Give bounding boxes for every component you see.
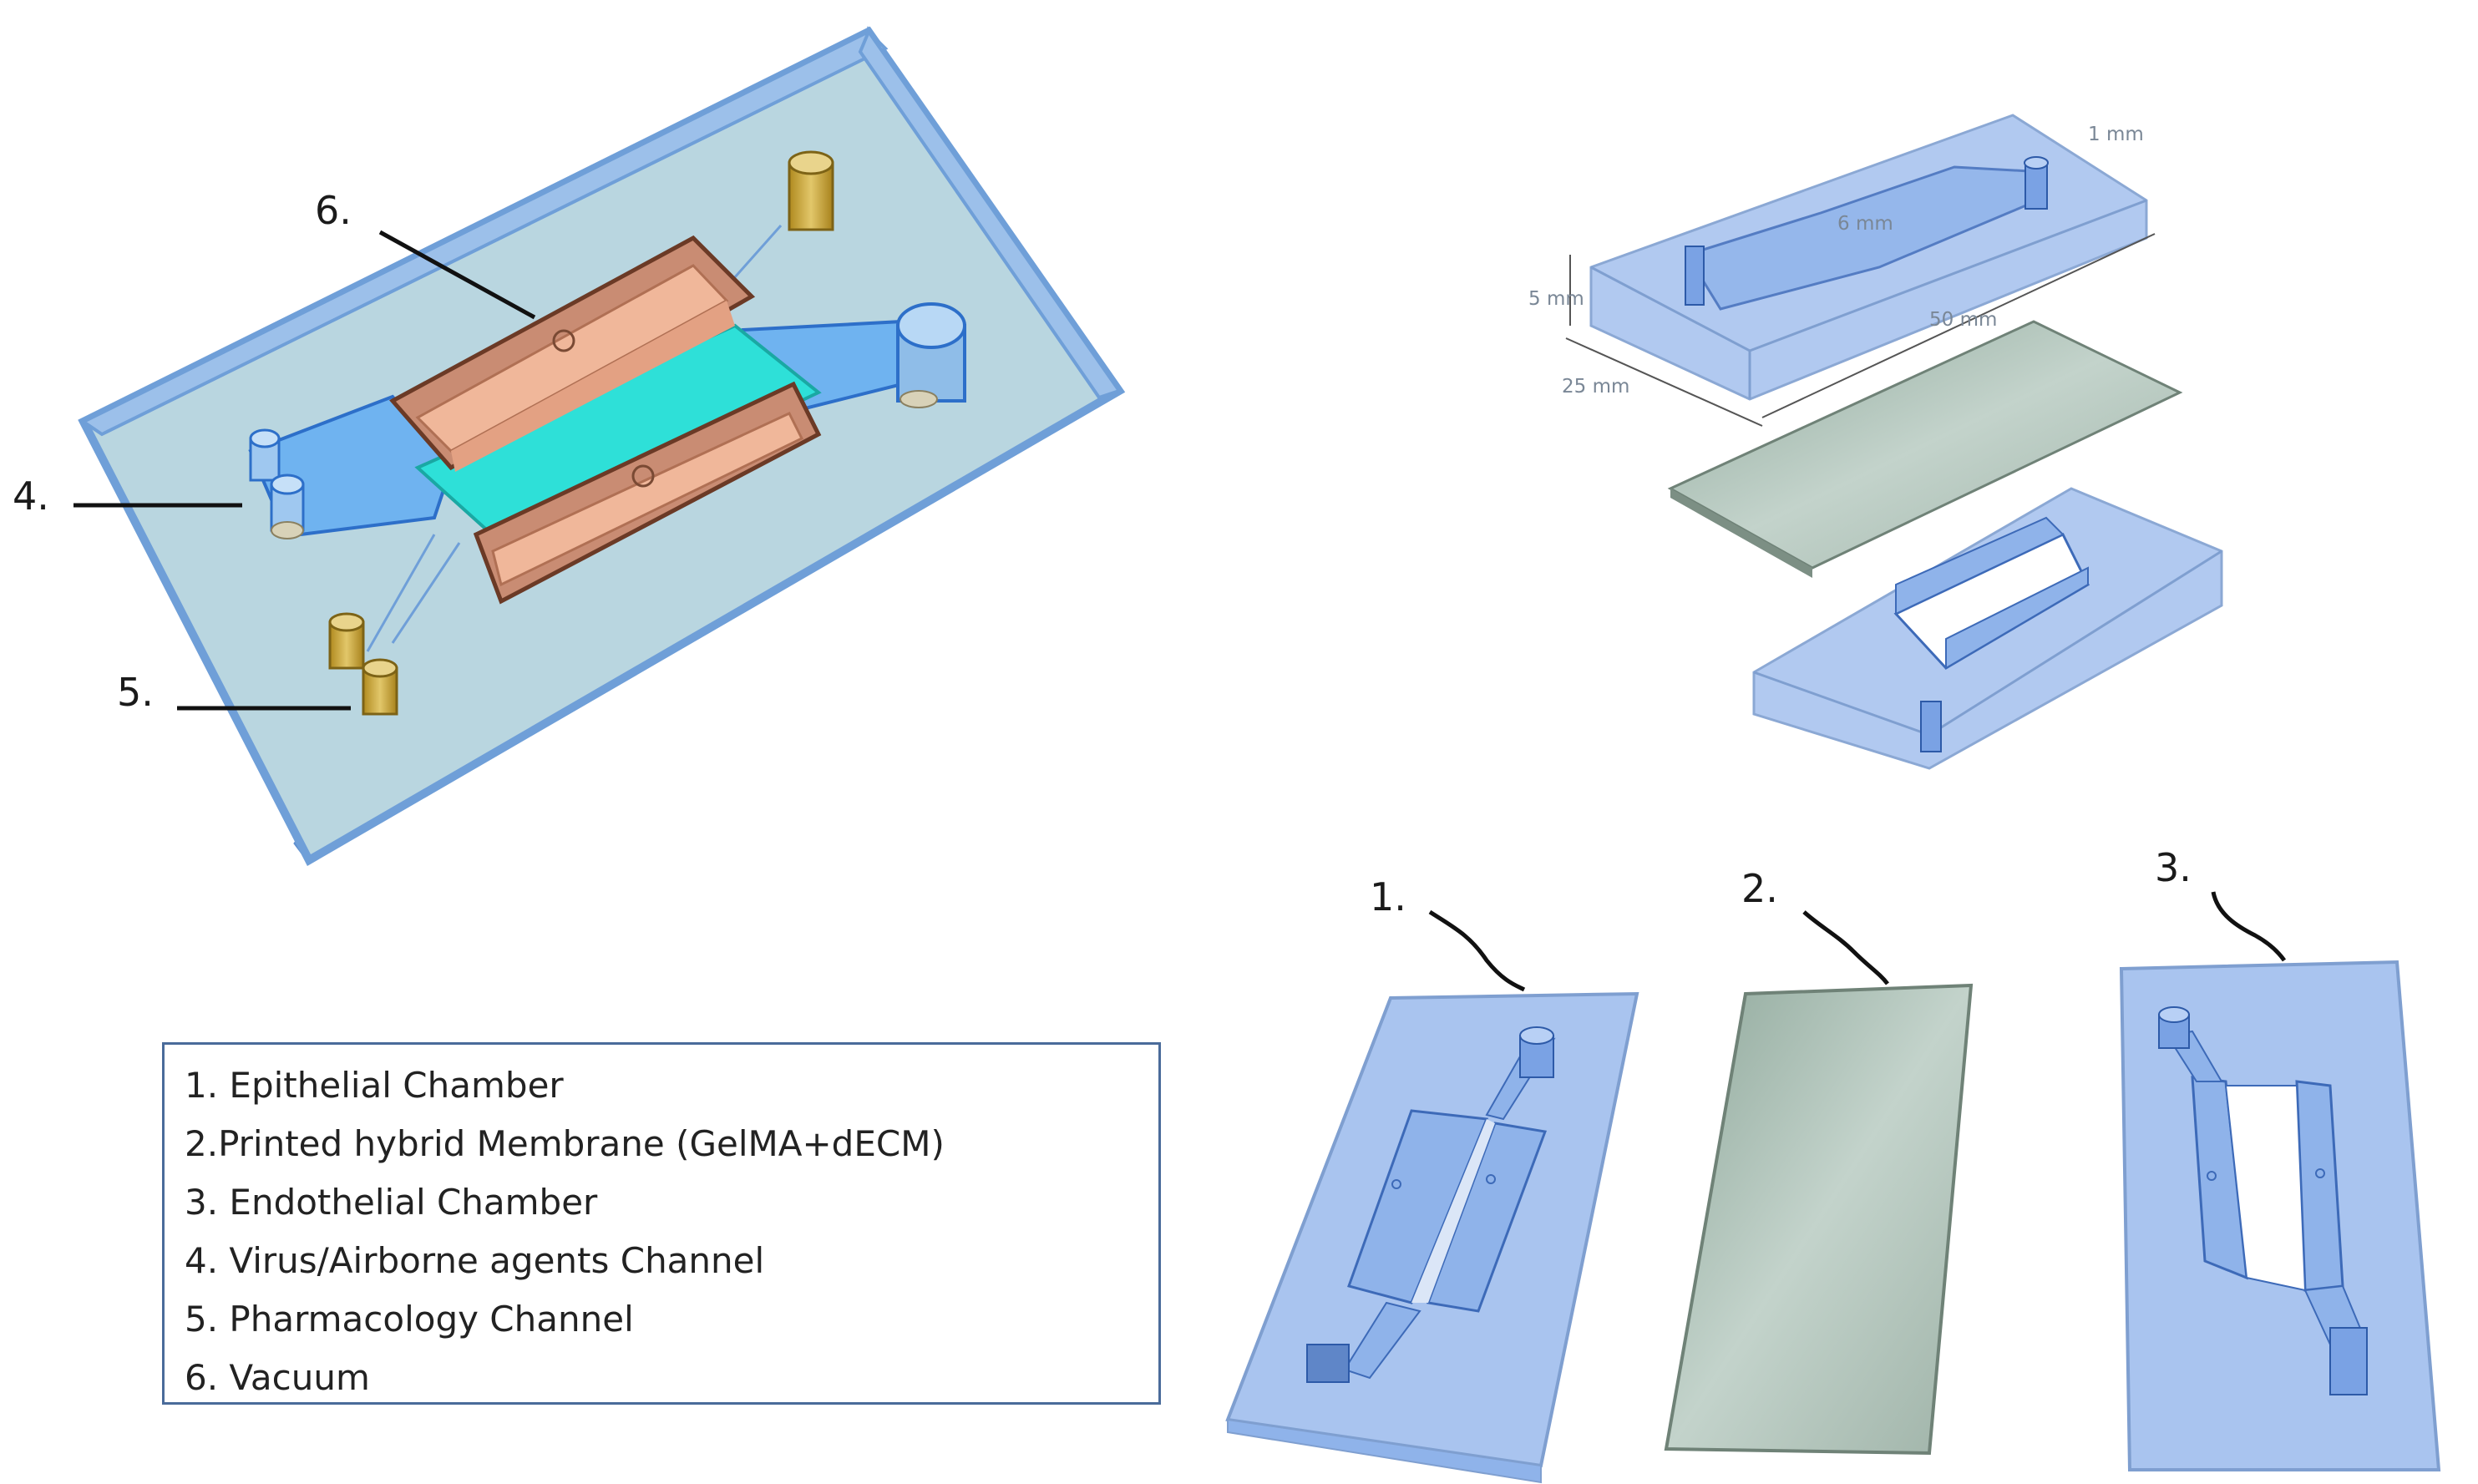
legend-item: 5. Pharmacology Channel bbox=[185, 1299, 634, 1340]
dim-length-line bbox=[1761, 233, 2156, 418]
legend-list: 1. Epithelial Chamber 2.Printed hybrid M… bbox=[165, 1045, 1158, 1407]
vacuum-chamber-bottom-inner bbox=[491, 412, 804, 587]
leader-3 bbox=[2211, 891, 2287, 962]
layer-1-port bbox=[1306, 1344, 1350, 1383]
dim-width-line bbox=[1565, 337, 1763, 427]
leader-1 bbox=[1428, 909, 1526, 992]
bottom-layer-wall bbox=[1895, 516, 2065, 615]
leader-2 bbox=[1802, 910, 1889, 985]
layer-1-rim bbox=[1227, 1418, 1542, 1484]
callout-1: 1. bbox=[1370, 874, 1406, 919]
layer-1-floor bbox=[1411, 1119, 1495, 1303]
separated-layers: 1. 2. 3. bbox=[1225, 845, 2441, 1484]
outlet-port bbox=[896, 302, 966, 408]
callout-6: 6. bbox=[315, 188, 352, 233]
layer-3-hole bbox=[2315, 1168, 2325, 1178]
legend-item: 4. Virus/Airborne agents Channel bbox=[185, 1240, 765, 1281]
bottom-layer-port bbox=[1920, 701, 1942, 752]
membrane-layer-edge bbox=[1670, 489, 1812, 578]
bottom-layer-wall bbox=[1945, 566, 2089, 670]
callout-4: 4. bbox=[13, 474, 49, 519]
assembled-chip: 6. 4. 5. bbox=[13, 26, 1126, 866]
layer-1-port-cap bbox=[1519, 1026, 1554, 1045]
dim-port: 1 mm bbox=[2088, 124, 2144, 145]
callout-3: 3. bbox=[2155, 845, 2192, 890]
callout-2: 2. bbox=[1741, 866, 1778, 911]
chip-top-rim bbox=[80, 29, 889, 437]
layer-3: 3. bbox=[2119, 845, 2441, 1471]
dim-chamber: 6 mm bbox=[1837, 213, 1893, 235]
top-layer-port-cap bbox=[2024, 156, 2049, 170]
dim-height: 5 mm bbox=[1528, 288, 1584, 310]
dim-length: 50 mm bbox=[1929, 309, 1997, 331]
leader-6 bbox=[378, 230, 536, 320]
layer-1-channel bbox=[1343, 1301, 1421, 1380]
callout-5: 5. bbox=[117, 670, 154, 715]
layer-3-hole bbox=[2207, 1171, 2217, 1181]
legend-item: 2.Printed hybrid Membrane (GelMA+dECM) bbox=[185, 1123, 945, 1164]
layer-3-port-cap bbox=[2158, 1006, 2190, 1023]
layer-1: 1. bbox=[1225, 874, 1639, 1484]
vacuum-port bbox=[631, 464, 655, 488]
legend-item: 6. Vacuum bbox=[185, 1357, 370, 1398]
channel-line bbox=[391, 542, 461, 644]
layer-1-hole bbox=[1391, 1179, 1401, 1189]
layer-3-port bbox=[2329, 1327, 2368, 1395]
top-layer-port bbox=[2024, 162, 2048, 210]
top-layer-port bbox=[1685, 246, 1705, 306]
legend-item: 1. Epithelial Chamber bbox=[185, 1065, 564, 1106]
layer-2-membrane bbox=[1664, 983, 1974, 1456]
pharmacology-port-left bbox=[328, 612, 398, 716]
vacuum-chamber-top-floor bbox=[451, 301, 735, 472]
legend: 1. Epithelial Chamber 2.Printed hybrid M… bbox=[162, 1042, 1161, 1405]
vacuum-port bbox=[552, 329, 575, 352]
legend-item: 3. Endothelial Chamber bbox=[185, 1182, 598, 1223]
chip-right-rim bbox=[858, 28, 1122, 400]
channel-line bbox=[366, 534, 436, 652]
exploded-view: 5 mm 25 mm 50 mm 6 mm 1 mm bbox=[1528, 114, 2223, 770]
layer-2: 2. bbox=[1664, 866, 1974, 1456]
pharmacology-port-top bbox=[788, 150, 834, 231]
airborne-ports bbox=[249, 428, 305, 539]
layer-1-hole bbox=[1486, 1174, 1496, 1184]
dim-width: 25 mm bbox=[1562, 376, 1629, 398]
